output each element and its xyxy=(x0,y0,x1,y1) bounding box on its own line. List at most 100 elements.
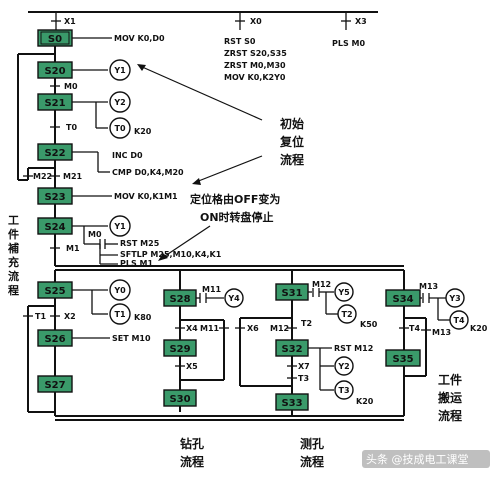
note-transport-3: 流程 xyxy=(438,408,462,423)
coil-s20-y1-label: Y1 xyxy=(113,66,126,75)
coil-s32-t3 xyxy=(334,380,354,400)
note-supply-6: 程 xyxy=(8,283,19,297)
arrow-stop-head xyxy=(158,253,168,261)
trans-m21: M21 xyxy=(63,172,83,181)
action-x0-2: ZRST S20,S35 xyxy=(224,49,287,58)
step-s0-label: S0 xyxy=(48,34,62,45)
coil-s21-t0 xyxy=(109,117,131,139)
coil-s20-y1 xyxy=(109,59,131,81)
coil-s31-t2-label: T2 xyxy=(341,310,352,319)
action-s24-sftlp: SFTLP M25,M10,K4,K1 xyxy=(120,250,222,259)
coil-s21-y2 xyxy=(109,91,131,113)
cond-x0: X0 xyxy=(250,17,262,26)
action-s24-pls: PLS M1 xyxy=(120,259,153,268)
step-s29-label: S29 xyxy=(169,344,190,355)
coil-s32-y2 xyxy=(334,356,354,376)
action-s24-rst: RST M25 xyxy=(120,239,160,248)
cond-x1: X1 xyxy=(64,17,76,26)
note-supply-2: 件 xyxy=(8,227,19,241)
trans-t3: T3 xyxy=(298,374,309,383)
coil-s34-y3 xyxy=(445,288,465,308)
trans-m12: M12 xyxy=(270,324,289,333)
cond-s34-m13: M13 xyxy=(419,282,438,291)
const-s25-t1: K80 xyxy=(134,313,152,322)
trans-x4: X4 xyxy=(186,324,198,333)
step-s0-inner xyxy=(40,31,70,45)
coil-s28-y4 xyxy=(224,288,244,308)
note-supply-5: 流 xyxy=(8,269,19,283)
note-supply-4: 充 xyxy=(8,255,19,269)
step-s24-label: S24 xyxy=(44,222,65,233)
arrow-init-1-head xyxy=(137,64,146,71)
coil-s24-y1 xyxy=(109,215,131,237)
trans-x5: X5 xyxy=(186,362,198,371)
step-s30-label: S30 xyxy=(169,394,190,405)
coil-s25-y0-label: Y0 xyxy=(113,286,126,295)
trans-m11: M11 xyxy=(200,324,220,333)
coil-s24-y1-label: Y1 xyxy=(113,222,126,231)
trans-m1: M1 xyxy=(66,244,80,253)
action-x0-3: ZRST M0,M30 xyxy=(224,61,286,70)
action-x0-4: MOV K0,K2Y0 xyxy=(224,73,286,82)
note-transport-1: 工件 xyxy=(438,372,462,387)
coil-s25-t1-label: T1 xyxy=(114,310,125,319)
action-x0-1: RST S0 xyxy=(224,37,256,46)
note-drill-2: 流程 xyxy=(180,454,204,469)
coil-s25-y0 xyxy=(109,279,131,301)
step-s27-label: S27 xyxy=(44,380,65,391)
trans-x7: X7 xyxy=(298,362,310,371)
watermark: 头条 @技成电工课堂 xyxy=(366,452,469,466)
cond-s31-m12: M12 xyxy=(312,280,331,289)
note-measure-1: 测孔 xyxy=(300,436,324,451)
step-s25-label: S25 xyxy=(44,286,65,297)
step-s21-label: S21 xyxy=(44,98,65,109)
trans-m0: M0 xyxy=(64,82,78,91)
coil-s34-y3-label: Y3 xyxy=(448,294,460,303)
arrow-init-1 xyxy=(139,65,263,121)
trans-x2: X2 xyxy=(64,312,76,321)
trans-t4: T4 xyxy=(409,324,420,333)
action-s0: MOV K0,D0 xyxy=(114,34,165,43)
note-stop-2: ON时转盘停止 xyxy=(200,210,274,224)
action-s23: MOV K0,K1M1 xyxy=(114,192,178,201)
note-init-2: 复位 xyxy=(279,134,304,149)
step-s20-label: S20 xyxy=(44,66,65,77)
cond-s24-m0: M0 xyxy=(88,230,102,239)
const-s21-t0: K20 xyxy=(134,127,152,136)
step-s32-label: S32 xyxy=(281,344,302,355)
arrow-init-2 xyxy=(195,155,263,183)
trans-m22: M22 xyxy=(33,172,52,181)
step-s22-label: S22 xyxy=(44,148,65,159)
action-s26: SET M10 xyxy=(112,334,151,343)
coil-s32-y2-label: Y2 xyxy=(337,362,349,371)
action-s22-inc: INC D0 xyxy=(112,151,143,160)
action-s32-rst: RST M12 xyxy=(334,344,373,353)
coil-s21-t0-label: T0 xyxy=(114,124,125,133)
coil-s31-y5 xyxy=(334,282,354,302)
note-supply-1: 工 xyxy=(8,214,19,227)
coil-s34-t4-label: T4 xyxy=(453,316,464,325)
note-measure-2: 流程 xyxy=(300,454,324,469)
step-s33-label: S33 xyxy=(281,398,302,409)
trans-t2: T2 xyxy=(301,319,312,328)
coil-s31-y5-label: Y5 xyxy=(337,288,350,297)
step-s31-label: S31 xyxy=(281,288,302,299)
trans-t1: T1 xyxy=(35,312,46,321)
arrow-stop xyxy=(161,225,211,259)
step-s26-label: S26 xyxy=(44,334,65,345)
note-drill-1: 钻孔 xyxy=(180,436,204,451)
coil-s28-y4-label: Y4 xyxy=(227,294,240,303)
trans-m13: M13 xyxy=(432,328,451,337)
const-s32-t3: K20 xyxy=(356,397,374,406)
step-s28-label: S28 xyxy=(169,294,190,305)
trans-x6: X6 xyxy=(247,324,259,333)
const-s34-t4: K20 xyxy=(470,324,488,333)
coil-s31-t2 xyxy=(337,304,357,324)
cond-s28-m11: M11 xyxy=(202,285,222,294)
step-s34-label: S34 xyxy=(392,294,413,305)
step-s35-label: S35 xyxy=(392,354,413,365)
const-s31-t2: K50 xyxy=(360,320,378,329)
note-supply-3: 補 xyxy=(7,241,19,255)
cond-x3: X3 xyxy=(355,17,367,26)
